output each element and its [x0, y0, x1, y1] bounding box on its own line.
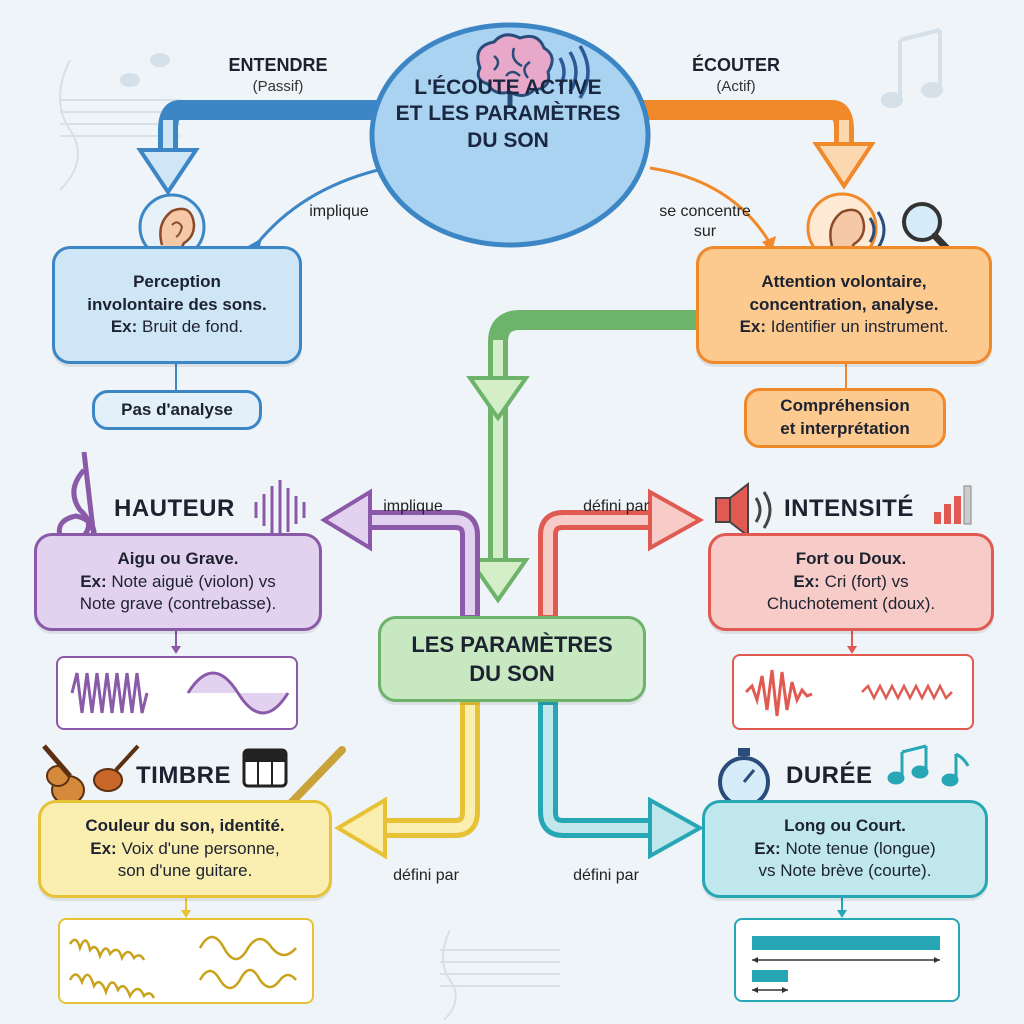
stopwatch-icon [718, 748, 770, 808]
entendre-ex-label: Ex: [110, 317, 138, 337]
timbre-box: Couleur du son, identité. Ex: Voix d'une… [38, 800, 332, 898]
duree-bars-box [734, 918, 960, 1002]
params-line2: DU SON [469, 661, 555, 686]
sound-waves-icon-hauteur [254, 480, 306, 540]
hauteur-waveform [70, 671, 290, 715]
central-title-line1: L'ÉCOUTE ACTIVE [414, 76, 602, 99]
duree-bars [752, 936, 940, 993]
intensite-line1: Fort ou Doux. [795, 549, 907, 569]
ecouter-line1: Attention volontaire, [761, 272, 927, 292]
duree-connector: défini par [573, 867, 639, 884]
hauteur-ex-label: Ex: [80, 571, 107, 591]
hauteur-connector: implique [383, 498, 443, 515]
timbre-line1: Couleur du son, identité. [85, 816, 285, 836]
arrow-timbre [380, 700, 480, 838]
ecouter-example: Ex: Identifier un instrument. [740, 316, 949, 338]
intensite-title: INTENSITÉ [784, 495, 914, 522]
guitar-icon [42, 744, 85, 805]
ecouter-title: ÉCOUTER [691, 55, 780, 75]
entendre-line2: involontaire des sons. [87, 294, 267, 314]
comprehension-line2: et interprétation [780, 419, 910, 438]
central-title-line3: DU SON [467, 128, 549, 152]
timbre-title: TIMBRE [136, 762, 231, 789]
hauteur-box: Aigu ou Grave. Ex: Note aiguë (violon) v… [34, 533, 322, 631]
timbre-ex-text: Voix d'une personne, [121, 838, 280, 858]
entendre-subtitle: (Passif) [252, 78, 304, 95]
arrow-entendre [158, 100, 400, 170]
intensite-ex-text: Cri (fort) vs [824, 571, 909, 591]
central-title: L'ÉCOUTE ACTIVE ET LES PARAMÈTRES DU SON [368, 75, 648, 154]
intensite-connector: défini par [583, 498, 649, 515]
duree-line3: vs Note brève (courte). [758, 861, 932, 881]
arrow-intensite [538, 510, 660, 620]
brain-icon [476, 33, 554, 108]
timbre-line3: son d'une guitare. [117, 861, 253, 881]
duree-example: Ex: Note tenue (longue) [754, 838, 935, 860]
entendre-example: Ex: Bruit de fond. [111, 316, 243, 338]
intensite-example: Ex: Cri (fort) vs [793, 571, 908, 593]
hauteur-title: HAUTEUR [114, 495, 235, 522]
hauteur-example: Ex: Note aiguë (violon) vs [80, 571, 276, 593]
arrow-duree [538, 700, 650, 838]
timbre-ex-label: Ex: [90, 838, 117, 858]
params-center-box: LES PARAMÈTRES DU SON [378, 616, 646, 702]
ecouter-ex-text: Identifier un instrument. [770, 317, 949, 337]
ecouter-line2: concentration, analyse. [749, 294, 939, 314]
connector-label-implique: implique [309, 203, 369, 220]
timbre-wave-box [58, 918, 314, 1004]
arrow-hauteur [360, 510, 480, 620]
treble-clef-icon [56, 451, 97, 545]
arrow-ecouter [628, 100, 854, 160]
entendre-ex-text: Bruit de fond. [142, 317, 244, 337]
connector-label-concentre: se concentre sur [640, 202, 770, 242]
intensite-wave-box [732, 654, 974, 730]
params-line1: LES PARAMÈTRES [411, 631, 613, 657]
hauteur-ex-text: Note aiguë (violon) vs [111, 571, 276, 591]
intensite-waveform [744, 669, 953, 717]
intensite-line3: Chuchotement (doux). [766, 594, 936, 614]
duree-line1: Long ou Court. [784, 816, 906, 836]
ecouter-ex-label: Ex: [739, 317, 767, 337]
comprehension-line1: Compréhension [780, 396, 910, 416]
background-decoration [59, 28, 943, 1021]
flute-icon [286, 746, 346, 808]
central-title-line2: ET LES PARAMÈTRES [395, 102, 621, 126]
entendre-line1: Perception [133, 272, 221, 292]
entendre-title: ENTENDRE [228, 55, 328, 75]
duree-box: Long ou Court. Ex: Note tenue (longue) v… [702, 800, 988, 898]
violin-icon [93, 744, 140, 792]
comprehension-pill: Compréhension et interprétation [744, 388, 946, 448]
volume-bars-icon [934, 485, 972, 525]
hauteur-line1: Aigu ou Grave. [117, 549, 239, 569]
duree-title: DURÉE [786, 762, 873, 789]
connector-concentre [649, 166, 770, 241]
connector-label-concentre-line1: se concentre [659, 203, 751, 220]
piano-icon [242, 748, 288, 788]
connector-label-concentre-line2: sur [693, 223, 717, 240]
timbre-example: Ex: Voix d'une personne, [90, 838, 279, 860]
ecouter-subtitle: (Actif) [716, 78, 756, 95]
music-notes-icon [887, 744, 970, 787]
ear-icon-right [806, 192, 886, 266]
speaker-icon [715, 481, 772, 539]
hauteur-line3: Note grave (contrebasse). [79, 594, 277, 614]
central-ellipse [369, 22, 651, 248]
arrow-head-entendre [136, 148, 200, 196]
connector-implique-top [254, 168, 379, 246]
ecouter-box: Attention volontaire, concentration, ana… [696, 246, 992, 364]
intensite-box: Fort ou Doux. Ex: Cri (fort) vs Chuchote… [708, 533, 994, 631]
duree-ex-label: Ex: [754, 838, 781, 858]
sound-waves-icon [558, 45, 590, 99]
arrow-head-ecouter [812, 142, 876, 190]
timbre-connector: défini par [393, 867, 459, 884]
pas-analyse-pill: Pas d'analyse [92, 390, 262, 430]
duree-ex-text: Note tenue (longue) [785, 838, 936, 858]
timbre-waveform [68, 935, 297, 999]
entendre-box: Perception involontaire des sons. Ex: Br… [52, 246, 302, 364]
hauteur-wave-box [56, 656, 298, 730]
intensite-ex-label: Ex: [793, 571, 820, 591]
